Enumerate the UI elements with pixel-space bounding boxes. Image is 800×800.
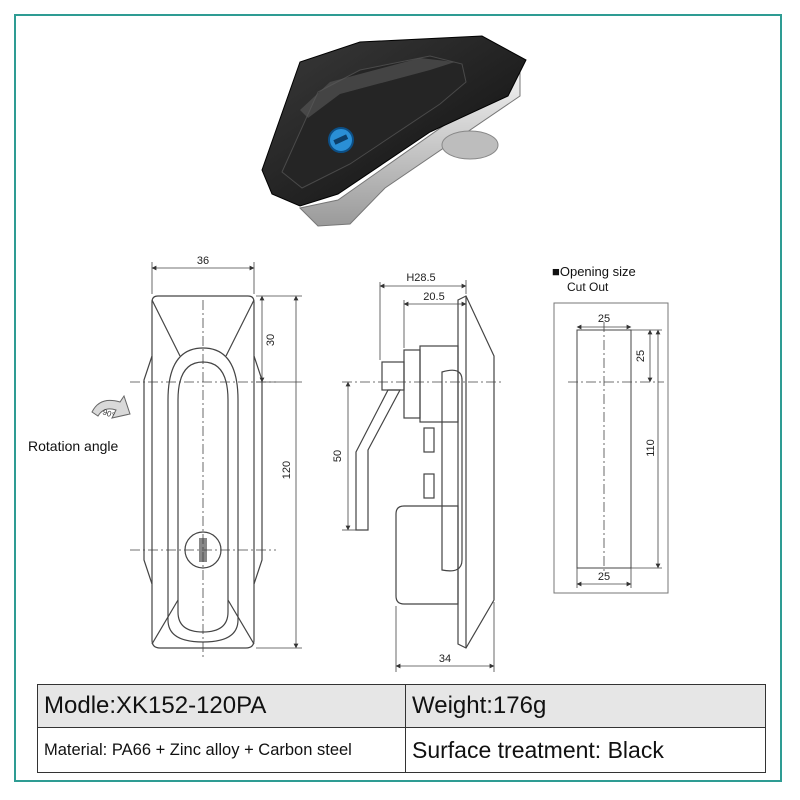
latch-photo bbox=[261, 35, 527, 227]
latch-handle-highlight bbox=[300, 58, 455, 118]
front-chamfer-tr bbox=[225, 299, 255, 357]
spec-row-1: Modle:XK152-120PA Weight:176g bbox=[37, 684, 766, 728]
rotation-angle-label: Rotation angle bbox=[28, 438, 119, 454]
front-chamfer-br bbox=[227, 599, 255, 645]
dim-top25-label: 25 bbox=[598, 313, 610, 325]
front-handle-inner bbox=[177, 361, 229, 633]
dim-width-label: 36 bbox=[197, 255, 209, 267]
dim-bot25-label: 25 bbox=[598, 571, 610, 583]
rotation-angle-value: 90° bbox=[101, 407, 115, 420]
front-view bbox=[130, 262, 302, 660]
key-slot bbox=[333, 134, 349, 145]
weight-cell: Weight:176g bbox=[405, 684, 766, 728]
side-handle-profile bbox=[441, 369, 463, 572]
side-view bbox=[342, 280, 504, 672]
side-housing-top bbox=[419, 345, 459, 423]
side-spring-1 bbox=[423, 427, 435, 453]
side-lock-body bbox=[395, 505, 459, 605]
latch-cam-nut bbox=[441, 130, 499, 160]
side-spring-2 bbox=[423, 473, 435, 499]
material-cell: Material: PA66 + Zinc alloy + Carbon ste… bbox=[37, 727, 406, 773]
front-chamfer-bl bbox=[151, 599, 179, 645]
dim-34-label: 34 bbox=[439, 653, 451, 665]
surface-cell: Surface treatment: Black bbox=[405, 727, 766, 773]
cutout-drawing bbox=[568, 322, 664, 588]
front-chamfer-tl bbox=[151, 299, 181, 357]
dim-h285-label: H28.5 bbox=[406, 272, 435, 284]
spec-row-2: Material: PA66 + Zinc alloy + Carbon ste… bbox=[37, 727, 766, 773]
rotation-arrow-icon: 90° bbox=[91, 394, 131, 420]
dim-30-label: 30 bbox=[265, 334, 277, 346]
dim-off25-label: 25 bbox=[635, 350, 647, 362]
side-housing-nut bbox=[403, 349, 421, 419]
dim-120-label: 120 bbox=[281, 461, 293, 479]
side-shaft bbox=[381, 361, 405, 391]
side-cam-arm bbox=[355, 389, 401, 531]
image-frame bbox=[14, 14, 782, 782]
cutout-subtitle: Cut Out bbox=[567, 280, 609, 294]
cutout-title: ■Opening size bbox=[552, 264, 636, 279]
dim-50-label: 50 bbox=[332, 450, 344, 462]
dim-110-label: 110 bbox=[645, 439, 657, 457]
spec-table: Modle:XK152-120PA Weight:176g Material: … bbox=[37, 684, 766, 773]
dim-205-label: 20.5 bbox=[423, 291, 444, 303]
side-flange bbox=[457, 295, 495, 649]
front-handle bbox=[167, 347, 239, 643]
model-cell: Modle:XK152-120PA bbox=[37, 684, 406, 728]
